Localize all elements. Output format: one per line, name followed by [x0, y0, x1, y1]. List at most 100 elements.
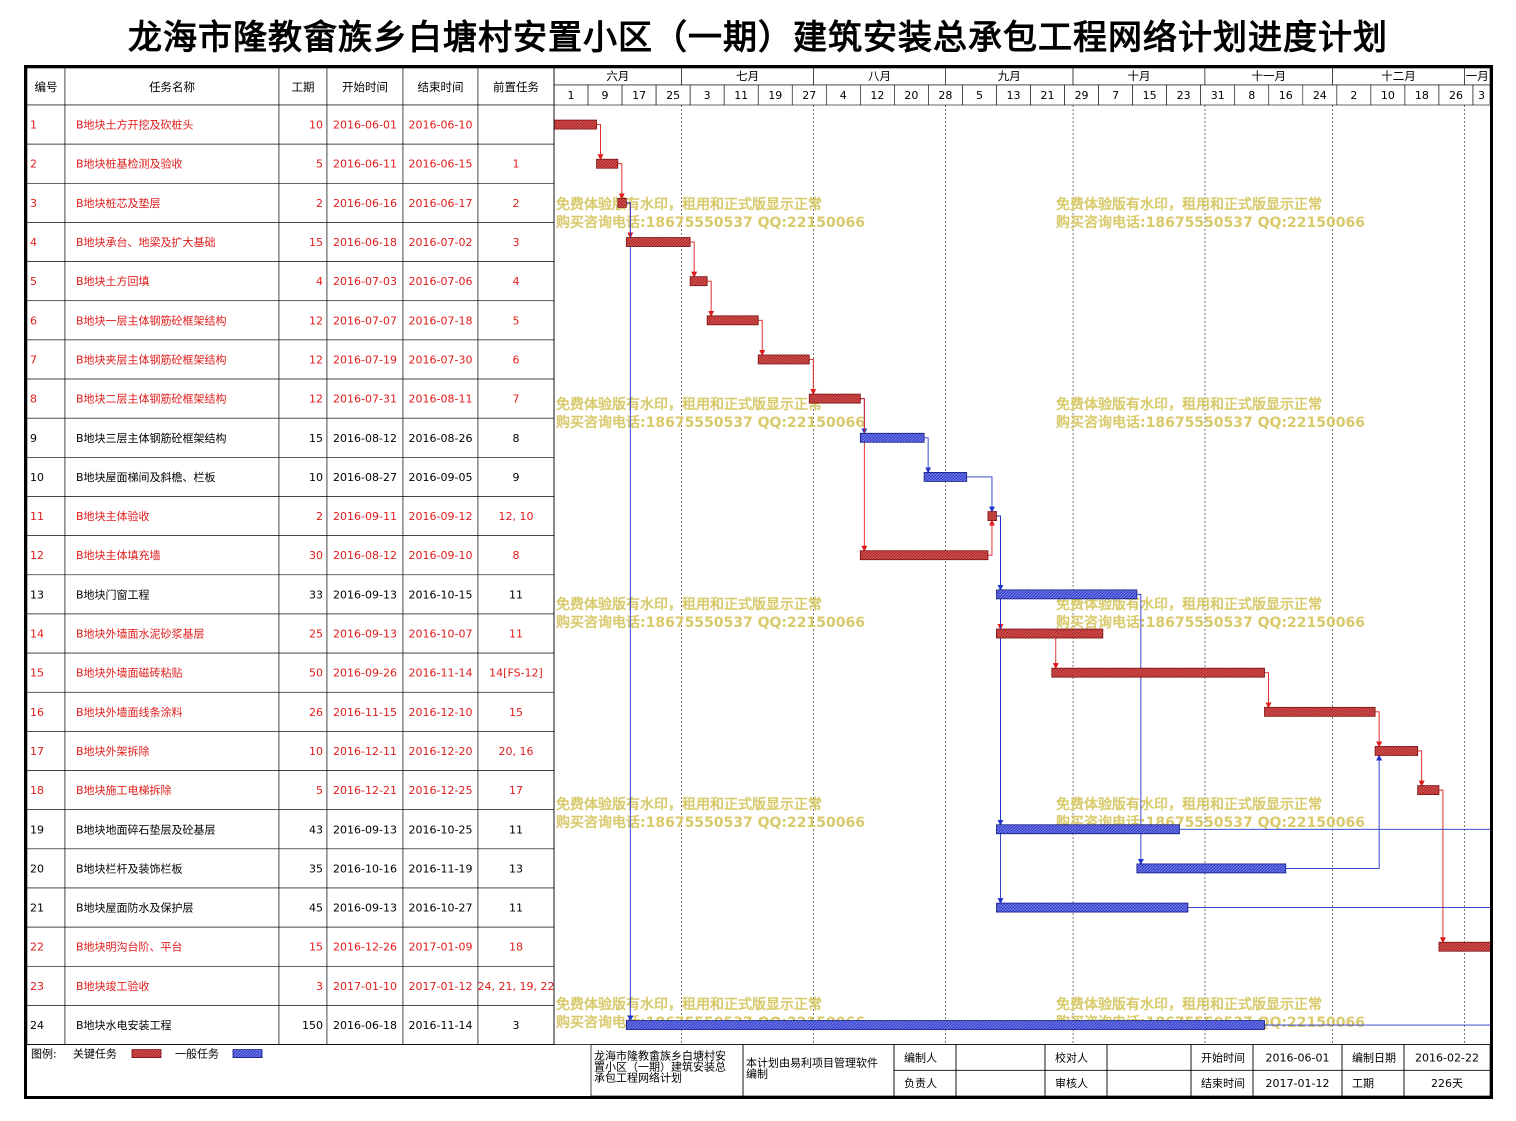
task-bar [625, 1020, 1265, 1030]
tick-label: 27 [802, 89, 816, 102]
task-bar [706, 315, 759, 326]
task-bar [1438, 941, 1490, 952]
task-bar [553, 119, 597, 130]
dependency-link [1187, 907, 1490, 909]
task-bar [987, 511, 997, 521]
task-start: 2016-06-11 [333, 158, 397, 171]
task-id: 20 [30, 862, 44, 875]
task-start: 2016-09-13 [333, 628, 397, 641]
table-cell [27, 809, 66, 850]
task-name: B地块竣工验收 [76, 979, 150, 993]
watermark-line-1: 免费体验版有水印，租用和正式版显示正常 [556, 996, 822, 1013]
table-cell [402, 1005, 479, 1045]
task-bar [859, 432, 925, 443]
table-cell [402, 261, 479, 302]
table-cell [402, 887, 479, 928]
table-cell [27, 300, 66, 341]
task-start: 2016-07-19 [333, 353, 397, 366]
task-id: 2 [30, 158, 37, 171]
table-cell [278, 261, 328, 302]
table-cell [326, 104, 404, 145]
column-header-cell [477, 68, 555, 106]
task-id: 8 [30, 393, 37, 406]
task-end: 2016-11-19 [409, 862, 473, 875]
month-label: 六月 [606, 69, 629, 83]
dependency-link [1179, 828, 1490, 830]
table-cell [477, 809, 555, 850]
task-end: 2016-07-30 [409, 353, 473, 366]
task-duration: 43 [309, 823, 323, 836]
table-cell [477, 535, 555, 576]
tick-label: 8 [1248, 89, 1255, 102]
task-predecessor: 18 [509, 941, 523, 954]
dependency-link [626, 202, 634, 1022]
legend-critical-swatch [131, 1049, 162, 1058]
table-cell [326, 378, 404, 419]
table-cell [402, 691, 479, 732]
task-name: B地块承台、地梁及扩大基础 [76, 235, 216, 249]
watermark-line-2: 购买咨询电话:18675550537 QQ:22150066 [1056, 614, 1365, 631]
table-cell [278, 613, 328, 654]
tick-label: 21 [1041, 89, 1055, 102]
column-header: 编号 [35, 80, 58, 94]
table-cell [326, 887, 404, 928]
footer-plan-name: 承包工程网络计划 [594, 1071, 682, 1085]
task-predecessor: 14[FS-12] [489, 667, 543, 680]
dependency-link [1438, 789, 1446, 944]
task-start: 2016-09-13 [333, 823, 397, 836]
task-end: 2016-11-14 [409, 667, 473, 680]
table-cell [326, 691, 404, 732]
task-end: 2016-07-02 [409, 236, 473, 249]
watermark-line-2: 购买咨询电话:18675550537 QQ:22150066 [556, 414, 865, 431]
tick-label: 24 [1313, 89, 1327, 102]
footer-label: 工期 [1352, 1077, 1374, 1090]
watermark-line-1: 免费体验版有水印，租用和正式版显示正常 [1056, 796, 1322, 813]
task-end: 2016-06-15 [409, 158, 473, 171]
task-predecessor: 20, 16 [499, 745, 534, 758]
table-cell [477, 457, 555, 497]
table-cell [477, 887, 555, 928]
task-predecessor: 5 [513, 314, 520, 327]
dependency-link [996, 515, 1004, 826]
task-end: 2016-12-20 [409, 745, 473, 758]
table-cell [27, 143, 66, 184]
table-cell [326, 770, 404, 810]
task-start: 2016-12-26 [333, 941, 397, 954]
tick-label: 28 [938, 89, 952, 102]
tick-label: 23 [1177, 89, 1191, 102]
task-predecessor: 11 [509, 628, 523, 641]
task-id: 17 [30, 745, 44, 758]
watermark-line-1: 免费体验版有水印，租用和正式版显示正常 [1056, 596, 1322, 613]
column-header-cell [402, 68, 479, 106]
table-cell [64, 261, 280, 302]
table-cell [326, 1005, 404, 1045]
table-cell [27, 887, 66, 928]
task-end: 2016-06-17 [409, 197, 473, 210]
task-id: 24 [30, 1019, 44, 1032]
task-start: 2016-07-31 [333, 393, 397, 406]
task-end: 2016-07-18 [409, 314, 473, 327]
dependency-link [966, 476, 995, 513]
task-id: 11 [30, 510, 44, 523]
table-cell [402, 143, 479, 184]
month-label: 一月 [1466, 69, 1489, 83]
table-cell [27, 965, 66, 1006]
task-bar [859, 550, 989, 561]
table-cell [477, 104, 555, 145]
task-duration: 50 [309, 667, 323, 680]
tick-label: 25 [666, 89, 680, 102]
table-cell [278, 770, 328, 810]
tick-label: 20 [904, 89, 918, 102]
task-name: B地块三层主体钢筋砼框架结构 [76, 431, 227, 445]
footer-value: 226天 [1431, 1077, 1463, 1090]
task-id: 22 [30, 941, 44, 954]
